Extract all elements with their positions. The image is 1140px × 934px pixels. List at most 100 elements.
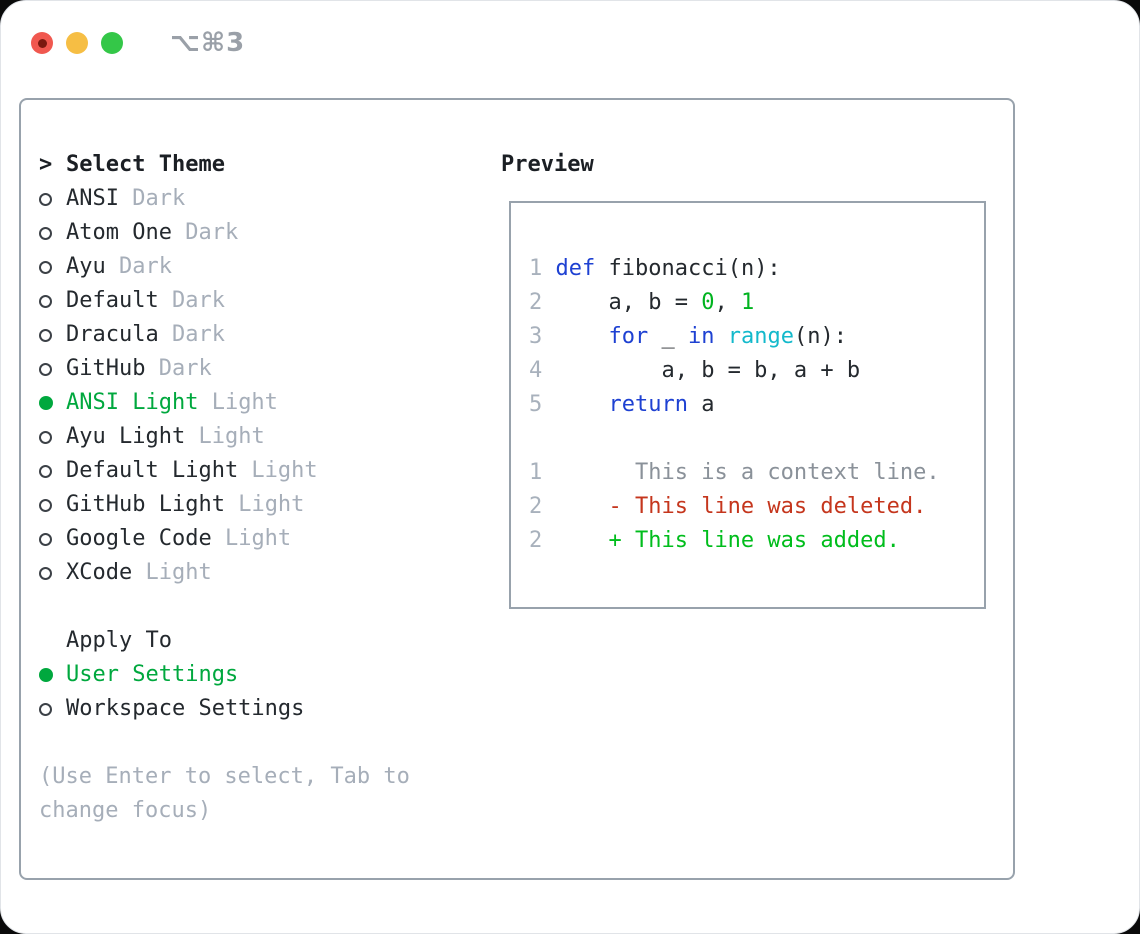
option-tag: Light	[185, 424, 265, 449]
radio-icon	[39, 566, 52, 580]
radio-icon	[39, 464, 52, 478]
code-token: for	[608, 324, 649, 349]
code-token: a, b = b, a + b	[555, 358, 861, 383]
titlebar: ⌥⌘3	[31, 28, 245, 58]
theme-option-dracula[interactable]: Dracula Dark	[39, 318, 489, 352]
option-label: Default Light	[66, 458, 239, 483]
theme-option-ansi-light[interactable]: ANSI Light Light	[39, 386, 489, 420]
option-label: Ayu Light	[66, 424, 186, 449]
diff-line-added: 2 + This line was added.	[529, 524, 984, 558]
line-number: 2	[529, 528, 556, 553]
option-tag: Light	[198, 390, 278, 415]
radio-icon	[39, 328, 52, 342]
radio-selected-icon	[39, 668, 53, 682]
line-number: 5	[529, 392, 556, 417]
select-theme-header: > Select Theme	[39, 148, 489, 182]
option-tag: Dark	[158, 322, 225, 347]
window-title: ⌥⌘3	[170, 28, 246, 58]
option-tag: Light	[238, 458, 318, 483]
theme-option-github-light[interactable]: GitHub Light Light	[39, 488, 489, 522]
code-token: fibonacci(n):	[595, 256, 781, 281]
gap	[39, 726, 489, 760]
apply-to-header: Apply To	[39, 624, 489, 658]
code-line: 5 return a	[529, 388, 984, 422]
radio-icon	[39, 702, 52, 716]
diff-text: This is a context line.	[555, 460, 940, 485]
code-line: 3 for _ in range(n):	[529, 320, 984, 354]
gap	[39, 590, 489, 624]
line-number: 3	[529, 324, 556, 349]
option-label: Google Code	[66, 526, 212, 551]
theme-option-atom-one[interactable]: Atom One Dark	[39, 216, 489, 250]
code-line: 1 def fibonacci(n):	[529, 252, 984, 286]
minimize-button[interactable]	[66, 32, 88, 54]
option-tag: Light	[211, 526, 292, 551]
diff-line-context: 1 This is a context line.	[529, 456, 984, 490]
code-token: ,	[714, 290, 741, 315]
option-label: Atom One	[66, 220, 172, 245]
focus-caret-icon: >	[39, 152, 53, 177]
diff-line-deleted: 2 - This line was deleted.	[529, 490, 984, 524]
code-token: 1	[740, 290, 755, 315]
radio-icon	[39, 430, 52, 444]
apply-to-title: Apply To	[66, 628, 172, 653]
radio-icon	[39, 260, 52, 274]
apply-option-workspace-settings[interactable]: Workspace Settings	[39, 692, 489, 726]
radio-icon	[39, 532, 52, 546]
theme-option-google-code[interactable]: Google Code Light	[39, 522, 489, 556]
code-token: (n):	[793, 324, 847, 349]
help-text: (Use Enter to select, Tab to change focu…	[39, 764, 410, 823]
option-tag: Dark	[105, 254, 172, 279]
diff-text: - This line was deleted.	[555, 494, 927, 519]
code-token: def	[555, 256, 596, 281]
option-label: XCode	[66, 560, 133, 585]
option-tag: Dark	[145, 356, 212, 381]
option-tag: Light	[224, 492, 305, 517]
theme-option-ayu-light[interactable]: Ayu Light Light	[39, 420, 489, 454]
option-label: GitHub Light	[66, 492, 225, 517]
option-tag: Dark	[118, 186, 186, 211]
gap	[529, 422, 984, 456]
code-line: 2 a, b = 0, 1	[529, 286, 984, 320]
radio-icon	[39, 498, 52, 512]
option-tag: Light	[132, 560, 212, 585]
theme-option-ayu[interactable]: Ayu Dark	[39, 250, 489, 284]
theme-option-xcode[interactable]: XCode Light	[39, 556, 489, 590]
line-number: 1	[529, 256, 556, 281]
code-token	[714, 324, 727, 349]
theme-option-default-light[interactable]: Default Light Light	[39, 454, 489, 488]
code-token: return	[608, 392, 688, 417]
theme-option-default[interactable]: Default Dark	[39, 284, 489, 318]
radio-icon	[39, 362, 52, 376]
option-label: Dracula	[66, 322, 159, 347]
zoom-button[interactable]	[101, 32, 123, 54]
radio-selected-icon	[39, 396, 53, 410]
option-label: Default	[66, 288, 159, 313]
option-label: GitHub	[66, 356, 146, 381]
preview-title: Preview	[501, 152, 594, 177]
code-token: 0	[701, 290, 715, 315]
code-line: 4 a, b = b, a + b	[529, 354, 984, 388]
radio-icon	[39, 294, 52, 308]
radio-icon	[39, 226, 52, 240]
option-label: ANSI	[66, 186, 119, 211]
close-button[interactable]	[31, 32, 53, 54]
line-number: 1	[529, 460, 556, 485]
code-token: a	[687, 392, 715, 417]
theme-option-ansi[interactable]: ANSI Dark	[39, 182, 489, 216]
diff-preview: 1 This is a context line.2 - This line w…	[529, 456, 984, 558]
line-number: 4	[529, 358, 556, 383]
line-number: 2	[529, 290, 556, 315]
code-token: range	[727, 324, 794, 349]
option-label: User Settings	[66, 662, 239, 687]
theme-option-github[interactable]: GitHub Dark	[39, 352, 489, 386]
select-theme-title: Select Theme	[66, 152, 225, 177]
apply-option-user-settings[interactable]: User Settings	[39, 658, 489, 692]
